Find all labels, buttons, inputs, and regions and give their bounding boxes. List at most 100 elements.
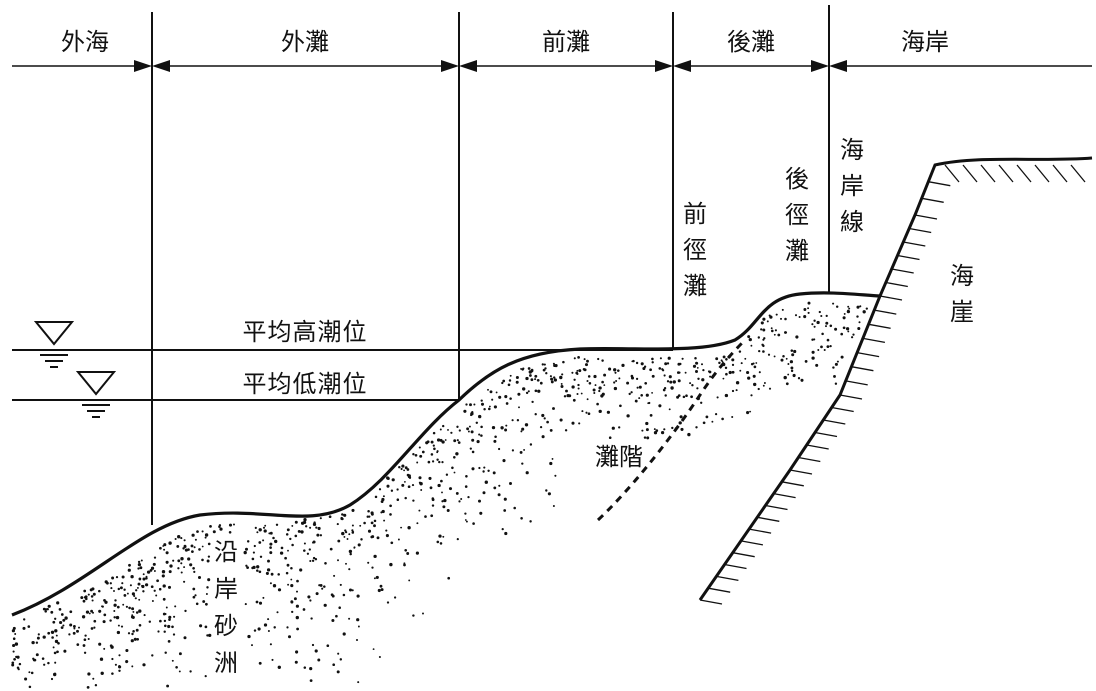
sand-dot	[103, 647, 106, 650]
sand-dot	[566, 393, 570, 398]
sand-dot	[441, 491, 443, 494]
sand-dot	[335, 614, 338, 618]
sand-dot	[525, 391, 529, 395]
sand-dot	[323, 603, 327, 607]
sand-dot	[396, 488, 399, 491]
sand-dot	[561, 373, 564, 376]
sand-dot	[113, 616, 116, 619]
sand-dot	[205, 593, 208, 595]
sand-dot	[53, 672, 57, 677]
sand-dot	[90, 627, 94, 630]
sand-dot	[194, 538, 197, 541]
cliff-hatch-mark	[856, 351, 880, 358]
sand-dot	[478, 414, 482, 419]
sand-dot	[201, 530, 204, 533]
sand-dot	[17, 668, 20, 671]
sand-dot	[603, 373, 607, 377]
sand-dot	[531, 400, 534, 404]
sand-dot	[615, 380, 618, 382]
sand-dot	[287, 635, 292, 639]
sand-dot	[27, 625, 31, 628]
sand-dot	[790, 369, 794, 373]
water-level-symbols	[33, 321, 117, 418]
sand-dot	[618, 377, 621, 380]
sand-dot	[482, 491, 486, 495]
sand-dot	[138, 577, 142, 581]
sand-dot	[546, 420, 549, 424]
sand-dot	[498, 484, 501, 487]
sand-dot	[351, 589, 354, 592]
sand-dot	[300, 530, 304, 534]
sand-dot	[572, 398, 576, 402]
sand-dot	[92, 592, 96, 596]
sand-dot	[442, 535, 445, 538]
sand-dot	[573, 378, 576, 381]
sand-dot	[480, 434, 483, 437]
sand-dot	[507, 383, 511, 387]
sand-dot	[746, 411, 750, 415]
sand-dot	[740, 362, 743, 365]
sand-dot	[421, 450, 425, 454]
sand-dot	[757, 387, 760, 391]
sand-dot	[432, 444, 435, 447]
sand-dot	[634, 399, 638, 403]
sand-dot	[517, 392, 521, 396]
sand-dot	[614, 371, 617, 374]
sand-dot	[348, 568, 351, 571]
sand-dot	[55, 634, 58, 637]
sand-dot	[121, 582, 124, 585]
sand-dot	[12, 650, 15, 653]
sand-dot	[168, 541, 172, 545]
sand-dot	[598, 409, 602, 414]
sand-dot	[22, 626, 26, 630]
sand-dot	[99, 657, 104, 661]
sand-dot	[110, 587, 113, 590]
sand-dot	[175, 666, 178, 669]
sand-dot	[518, 406, 520, 409]
sand-dot	[243, 550, 247, 555]
sand-dot	[565, 389, 568, 393]
sand-dot	[758, 371, 761, 374]
sand-dot	[498, 447, 501, 451]
sand-dot	[577, 356, 580, 359]
sand-dot	[465, 520, 468, 523]
sand-dot	[183, 580, 186, 583]
sand-dot	[664, 362, 668, 366]
sand-dot	[68, 633, 71, 636]
sand-dot	[689, 382, 692, 385]
sand-dot	[593, 374, 597, 379]
sand-dot	[312, 540, 316, 544]
sand-dot	[817, 349, 820, 351]
sand-dot	[491, 398, 494, 401]
sand-dot	[207, 542, 211, 546]
sand-dot	[37, 633, 40, 636]
sand-dot	[762, 328, 766, 332]
sand-dot	[125, 605, 128, 608]
sand-dot	[787, 373, 790, 376]
sand-dot	[731, 415, 734, 419]
sand-dot	[290, 600, 294, 604]
sand-dot	[692, 364, 697, 368]
cliff-hatch-mark	[903, 241, 926, 247]
sand-dot	[81, 615, 86, 619]
sand-dot	[530, 378, 534, 382]
sand-dot	[313, 521, 316, 524]
sand-dot	[370, 535, 374, 539]
sand-dot	[750, 362, 754, 366]
sand-dot	[118, 665, 122, 669]
sand-dot	[784, 331, 788, 334]
sand-dot	[277, 588, 282, 592]
sand-dot	[137, 562, 142, 567]
sand-dot	[553, 376, 556, 379]
sand-dot	[767, 353, 771, 356]
sand-dot	[153, 589, 156, 592]
sand-dot	[847, 305, 850, 308]
sand-dot	[187, 557, 191, 561]
sand-dot	[138, 623, 142, 627]
sand-dot	[576, 369, 579, 372]
sand-dot	[193, 570, 196, 574]
zone-label-foreshore: 前灘	[542, 28, 590, 56]
sand-dot	[553, 364, 557, 368]
sand-dot	[522, 387, 526, 391]
